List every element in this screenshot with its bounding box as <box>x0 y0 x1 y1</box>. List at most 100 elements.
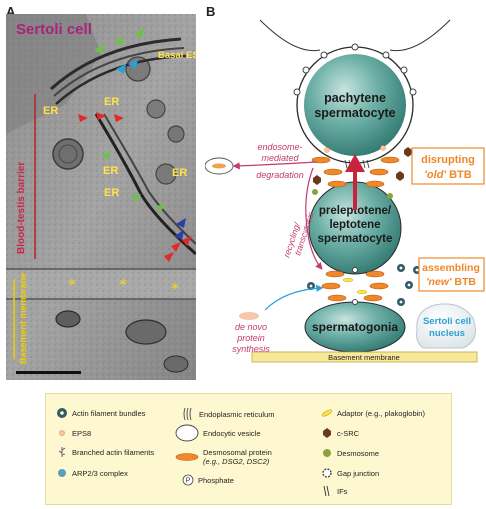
red-arrow <box>114 114 124 122</box>
blue-arrow <box>116 64 126 74</box>
legend-box: Actin filament bundles EPS8 Branched act… <box>45 393 452 505</box>
er-label: ER <box>43 105 58 117</box>
er-label: ER <box>104 187 119 199</box>
er-label: ER <box>103 165 118 177</box>
sertoli-cell-title: Sertoli cell <box>16 21 92 38</box>
legend-item: Actin filament bundles <box>56 407 145 419</box>
sertoli-membrane-line <box>389 19 451 52</box>
asterisk-marker: * <box>119 275 127 294</box>
disrupting-btb-box: disrupting 'old' BTB <box>411 147 485 185</box>
nucleus-label: Sertoli cell <box>423 316 471 327</box>
basal-es-label: Basal ES <box>158 50 196 61</box>
branched-actin-icon <box>58 447 66 457</box>
endosome-label: mediated <box>261 153 299 163</box>
arp23-icon <box>58 469 66 477</box>
green-arrow <box>134 28 144 38</box>
eps8-icon <box>59 430 65 436</box>
btb-label: BTB <box>451 276 476 288</box>
preleptotene-label: leptotene <box>329 219 380 231</box>
migration-arrow-head <box>345 154 365 172</box>
recycling-arrow <box>305 167 323 270</box>
dark-blue-arrow <box>174 230 184 240</box>
new-btb-zone <box>307 264 421 306</box>
preleptotene-label: preleptotene/ <box>319 205 392 217</box>
endosome-label: endosome- <box>257 142 302 152</box>
ifs-icon <box>323 485 330 497</box>
csrc-icon <box>323 428 331 438</box>
btb-label: BTB <box>446 169 472 181</box>
panel-a-letter: A <box>6 4 16 19</box>
degradation-arrow <box>232 161 318 170</box>
pachytene-label: pachytene <box>324 91 386 105</box>
legend-item: Branched actin filaments <box>56 446 154 458</box>
basement-vertical-label: Basement membrane <box>18 273 28 364</box>
green-arrow <box>102 152 112 160</box>
legend-item: Adaptor (e.g., plakoglobin) <box>321 407 425 419</box>
micrograph-image: * * * ER ER ER ER ER Sertoli cell Basal … <box>6 14 196 380</box>
legend-item: Desmosomal protein (e.g., DSG2, DSC2) <box>175 448 272 466</box>
legend-item: ARP2/3 complex <box>56 467 128 479</box>
spermatogonia-label: spermatogonia <box>312 320 398 334</box>
denovo-label: protein <box>236 333 265 343</box>
red-arrow <box>164 252 174 262</box>
old-label: 'old' <box>424 169 446 181</box>
scale-bar <box>16 371 81 374</box>
old-btb-zone <box>311 145 412 199</box>
new-label: 'new' <box>426 276 452 288</box>
svg-text:P: P <box>186 478 191 485</box>
actin-bundle-icon <box>57 408 67 418</box>
green-arrow <box>94 44 104 54</box>
green-arrow <box>131 194 141 202</box>
pachytene-spermatocyte: pachytene spermatocyte <box>296 46 414 164</box>
red-arrow <box>78 114 88 122</box>
assembling-label: assembling <box>422 262 480 274</box>
red-arrow <box>171 242 181 252</box>
legend-item: Desmosome <box>321 447 379 459</box>
spermatogonia-cell: spermatogonia <box>304 301 406 353</box>
red-arrow <box>182 236 192 246</box>
legend-item: Gap junction <box>321 467 379 479</box>
svg-text:'new' BTB: 'new' BTB <box>426 276 476 288</box>
nucleus-label: nucleus <box>429 328 465 339</box>
denovo-label: synthesis <box>232 344 270 354</box>
assembling-btb-box: assembling 'new' BTB <box>418 257 485 292</box>
basement-membrane-bar <box>251 351 478 363</box>
blue-arrow <box>128 59 138 69</box>
adaptor-icon <box>321 409 333 417</box>
desmosome-icon <box>323 449 331 457</box>
asterisk-marker: * <box>68 275 76 294</box>
legend-item: Endocytic vesicle <box>175 424 261 442</box>
er-icon <box>183 407 192 421</box>
er-label: ER <box>104 96 119 108</box>
sertoli-membrane-line <box>259 19 321 52</box>
phosphate-icon: P <box>182 474 194 486</box>
schematic-panel: pachytene spermatocyte preleptotene/ lep… <box>205 19 485 363</box>
green-arrow <box>114 36 124 46</box>
dark-blue-arrow <box>176 218 186 228</box>
green-arrow <box>156 204 166 212</box>
legend-item: EPS8 <box>56 427 91 439</box>
er-label: ER <box>172 167 187 179</box>
legend-item: P Phosphate <box>182 474 234 486</box>
preleptotene-spermatocyte: preleptotene/ leptotene spermatocyte <box>308 181 402 275</box>
basement-membrane-label: Basement membrane <box>328 353 400 362</box>
desmosomal-protein-icon <box>175 453 199 461</box>
gap-junction-icon <box>293 43 417 96</box>
vesicle-icon <box>175 424 199 442</box>
asterisk-marker: * <box>171 279 179 298</box>
endosome-label: degradation <box>256 170 304 180</box>
micrograph-panel: * * * ER ER ER ER ER Sertoli cell Basal … <box>6 14 196 380</box>
disrupting-label: disrupting <box>421 154 475 166</box>
legend-item: Endoplasmic reticulum <box>181 407 274 421</box>
denovo-label: de novo <box>235 322 267 332</box>
panel-b-letter: B <box>206 4 216 19</box>
btb-vertical-label: Blood-testis barrier <box>16 162 27 254</box>
vesicle-cargo <box>212 163 226 169</box>
sertoli-nucleus: Sertoli cell nucleus <box>416 303 476 349</box>
legend-item: c-SRC <box>321 427 359 439</box>
pachytene-label: spermatocyte <box>314 106 395 120</box>
preleptotene-label: spermatocyte <box>318 233 393 245</box>
gap-junction-icon <box>322 468 332 478</box>
red-arrow <box>96 112 106 120</box>
legend-item: IFs <box>321 485 347 497</box>
